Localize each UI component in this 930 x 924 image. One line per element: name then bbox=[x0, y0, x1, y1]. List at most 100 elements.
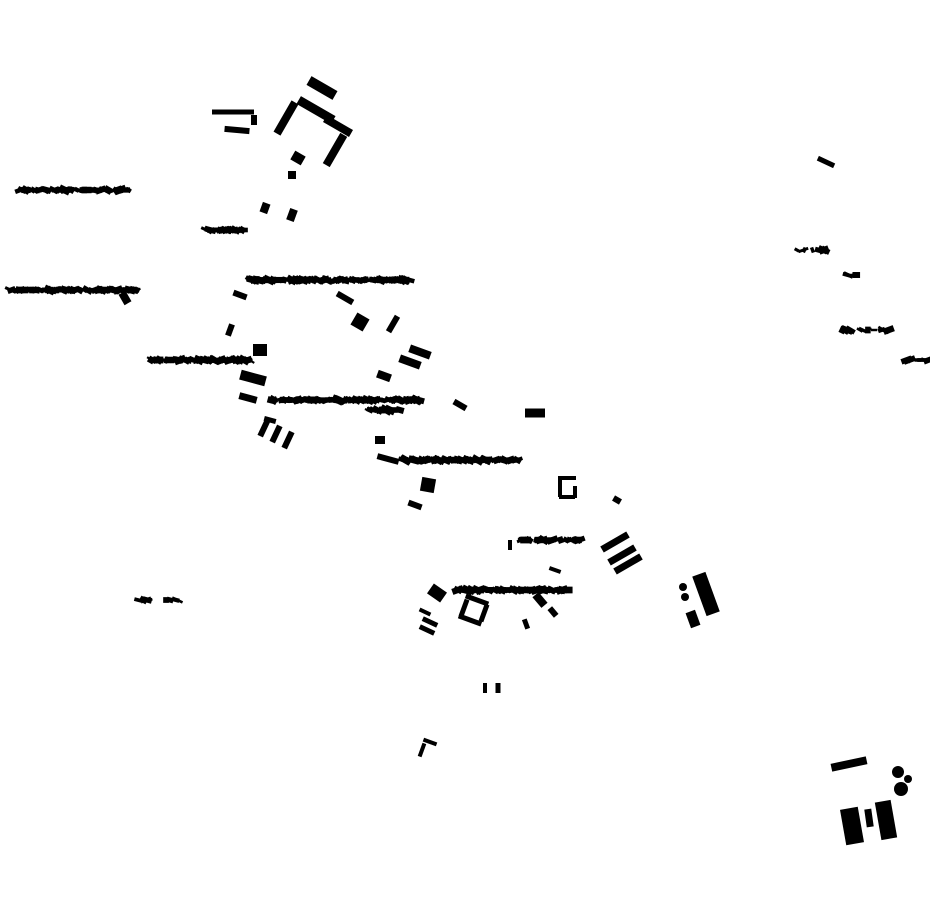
building bbox=[213, 357, 219, 363]
silo-building bbox=[892, 766, 904, 778]
building bbox=[203, 225, 214, 235]
building bbox=[350, 312, 370, 332]
building bbox=[339, 397, 349, 403]
building bbox=[865, 326, 871, 334]
building bbox=[232, 289, 248, 301]
building bbox=[290, 275, 302, 285]
building bbox=[166, 596, 174, 604]
building bbox=[335, 290, 355, 306]
building bbox=[450, 456, 462, 464]
building bbox=[508, 540, 512, 550]
building bbox=[239, 369, 267, 387]
building bbox=[398, 274, 411, 286]
building bbox=[843, 271, 854, 279]
building bbox=[544, 587, 552, 593]
building bbox=[498, 456, 508, 464]
building bbox=[505, 457, 518, 463]
building bbox=[613, 553, 643, 575]
building bbox=[558, 586, 566, 594]
building bbox=[607, 544, 637, 566]
building bbox=[453, 588, 457, 592]
building bbox=[922, 355, 930, 365]
building bbox=[337, 275, 351, 285]
building bbox=[525, 586, 532, 594]
building bbox=[408, 344, 432, 360]
building bbox=[398, 354, 422, 370]
building bbox=[140, 597, 147, 603]
building bbox=[314, 276, 323, 284]
building bbox=[422, 737, 438, 747]
building bbox=[816, 155, 836, 169]
building bbox=[95, 285, 108, 295]
building bbox=[202, 356, 214, 364]
building bbox=[172, 597, 180, 603]
building bbox=[376, 453, 400, 465]
building bbox=[253, 344, 267, 356]
building bbox=[263, 416, 277, 424]
building bbox=[851, 273, 857, 277]
building bbox=[225, 358, 235, 362]
building bbox=[94, 186, 103, 194]
building bbox=[368, 396, 376, 404]
building bbox=[421, 616, 439, 628]
building bbox=[224, 125, 250, 135]
building bbox=[331, 276, 338, 284]
building bbox=[288, 171, 296, 179]
building bbox=[170, 355, 181, 365]
building bbox=[146, 597, 153, 603]
silo-building bbox=[904, 775, 912, 783]
building bbox=[565, 536, 573, 544]
building bbox=[507, 586, 517, 594]
building bbox=[410, 397, 419, 403]
building bbox=[64, 287, 75, 293]
silo-building bbox=[894, 782, 908, 796]
building bbox=[419, 476, 437, 494]
building bbox=[573, 536, 582, 544]
building bbox=[238, 227, 246, 233]
building bbox=[692, 571, 720, 617]
building bbox=[375, 274, 387, 286]
building bbox=[874, 799, 898, 841]
building bbox=[478, 603, 490, 623]
building bbox=[146, 356, 158, 364]
building bbox=[33, 288, 44, 292]
building bbox=[521, 537, 532, 543]
building bbox=[6, 286, 17, 294]
building bbox=[366, 406, 378, 414]
building bbox=[45, 286, 54, 294]
building bbox=[458, 598, 470, 618]
building bbox=[364, 408, 372, 412]
building bbox=[464, 593, 490, 607]
building bbox=[422, 458, 426, 462]
building bbox=[407, 499, 423, 511]
building bbox=[532, 592, 548, 608]
building bbox=[864, 808, 874, 828]
building bbox=[232, 358, 242, 362]
building bbox=[273, 277, 280, 283]
building bbox=[183, 358, 188, 362]
building bbox=[296, 96, 336, 124]
building bbox=[870, 328, 878, 332]
building bbox=[29, 186, 37, 194]
building bbox=[453, 585, 463, 595]
silo-building bbox=[681, 593, 689, 601]
building bbox=[247, 357, 253, 363]
building bbox=[395, 395, 405, 405]
building bbox=[25, 288, 32, 292]
building bbox=[379, 406, 391, 414]
building bbox=[212, 109, 254, 115]
building bbox=[427, 583, 447, 603]
building bbox=[21, 186, 28, 194]
building bbox=[333, 397, 340, 403]
building bbox=[432, 454, 444, 466]
building bbox=[317, 397, 323, 403]
building bbox=[525, 408, 545, 418]
building bbox=[485, 586, 493, 594]
building bbox=[902, 355, 917, 365]
building bbox=[600, 531, 630, 553]
building bbox=[407, 455, 421, 465]
building bbox=[533, 587, 546, 593]
building bbox=[281, 430, 295, 450]
building bbox=[34, 186, 44, 194]
